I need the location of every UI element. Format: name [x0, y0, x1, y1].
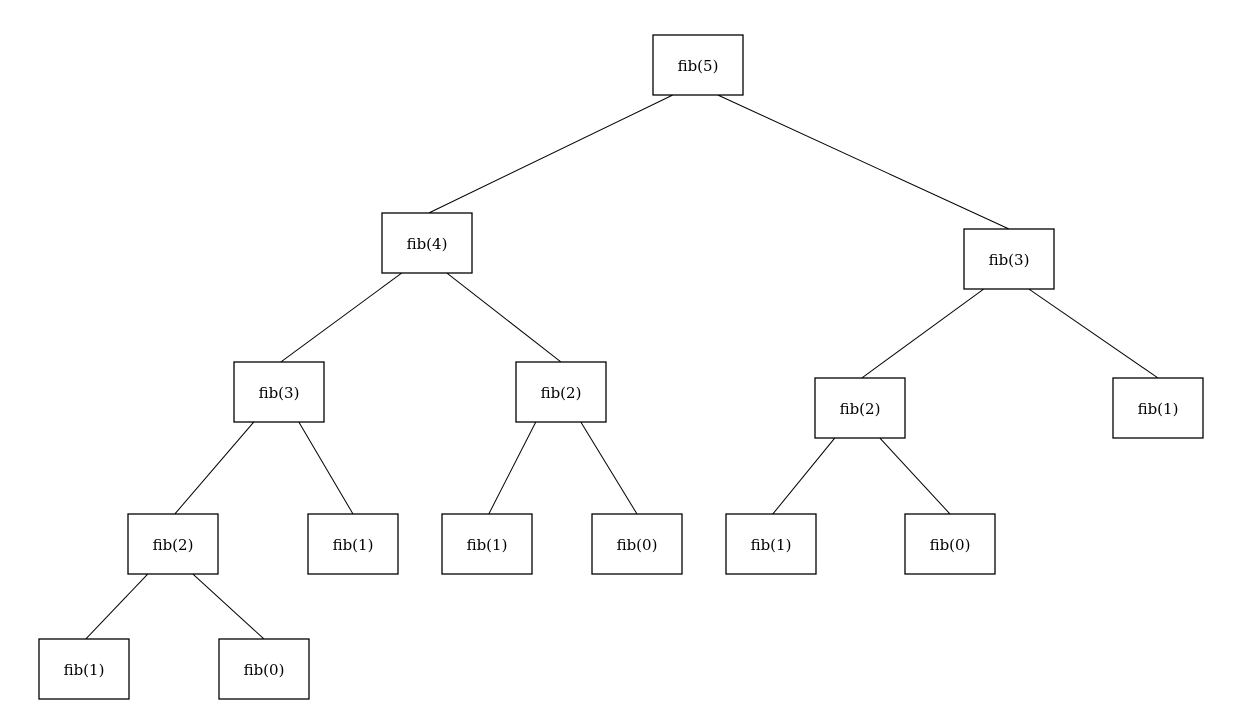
node-label-n6: fib(2): [840, 400, 881, 418]
edge-n6-n13: [879, 437, 951, 515]
node-label-n10: fib(1): [467, 536, 508, 554]
edge-n4-n8: [174, 421, 255, 515]
node-label-n13: fib(0): [930, 536, 971, 554]
tree-node-n9: fib(1): [307, 513, 399, 575]
tree-node-n8: fib(2): [127, 513, 219, 575]
node-label-n15: fib(0): [244, 661, 285, 679]
tree-node-n12: fib(1): [725, 513, 817, 575]
tree-node-n4: fib(3): [233, 361, 325, 423]
edge-n3-n6: [861, 288, 985, 379]
edge-n2-n4: [280, 272, 403, 363]
node-label-n4: fib(3): [259, 384, 300, 402]
tree-edges: [85, 94, 1159, 640]
node-label-n12: fib(1): [751, 536, 792, 554]
edge-n8-n15: [192, 573, 265, 640]
edge-n3-n7: [1028, 288, 1159, 379]
tree-node-n1: fib(5): [652, 34, 744, 96]
node-label-n2: fib(4): [407, 235, 448, 253]
node-label-n7: fib(1): [1138, 400, 1179, 418]
node-label-n8: fib(2): [153, 536, 194, 554]
node-label-n14: fib(1): [64, 661, 105, 679]
tree-node-n14: fib(1): [38, 638, 130, 700]
tree-node-n15: fib(0): [218, 638, 310, 700]
edge-n5-n11: [580, 421, 638, 515]
node-label-n3: fib(3): [989, 251, 1030, 269]
tree-node-n7: fib(1): [1112, 377, 1204, 439]
edge-n6-n12: [772, 437, 836, 515]
tree-node-n13: fib(0): [904, 513, 996, 575]
node-label-n5: fib(2): [541, 384, 582, 402]
edge-n5-n10: [488, 421, 537, 515]
tree-node-n6: fib(2): [814, 377, 906, 439]
edge-n1-n3: [717, 94, 1010, 230]
edge-n8-n14: [85, 573, 149, 640]
tree-nodes: fib(5) fib(4) fib(3) fib(3) fib(2) fib(2…: [38, 34, 1204, 700]
edge-n2-n5: [446, 272, 562, 363]
edge-n4-n9: [298, 421, 354, 515]
node-label-n1: fib(5): [678, 57, 719, 75]
tree-node-n10: fib(1): [441, 513, 533, 575]
tree-node-n5: fib(2): [515, 361, 607, 423]
tree-node-n2: fib(4): [381, 212, 473, 274]
node-label-n11: fib(0): [617, 536, 658, 554]
tree-node-n11: fib(0): [591, 513, 683, 575]
node-label-n9: fib(1): [333, 536, 374, 554]
edge-n1-n2: [428, 94, 674, 214]
tree-node-n3: fib(3): [963, 228, 1055, 290]
